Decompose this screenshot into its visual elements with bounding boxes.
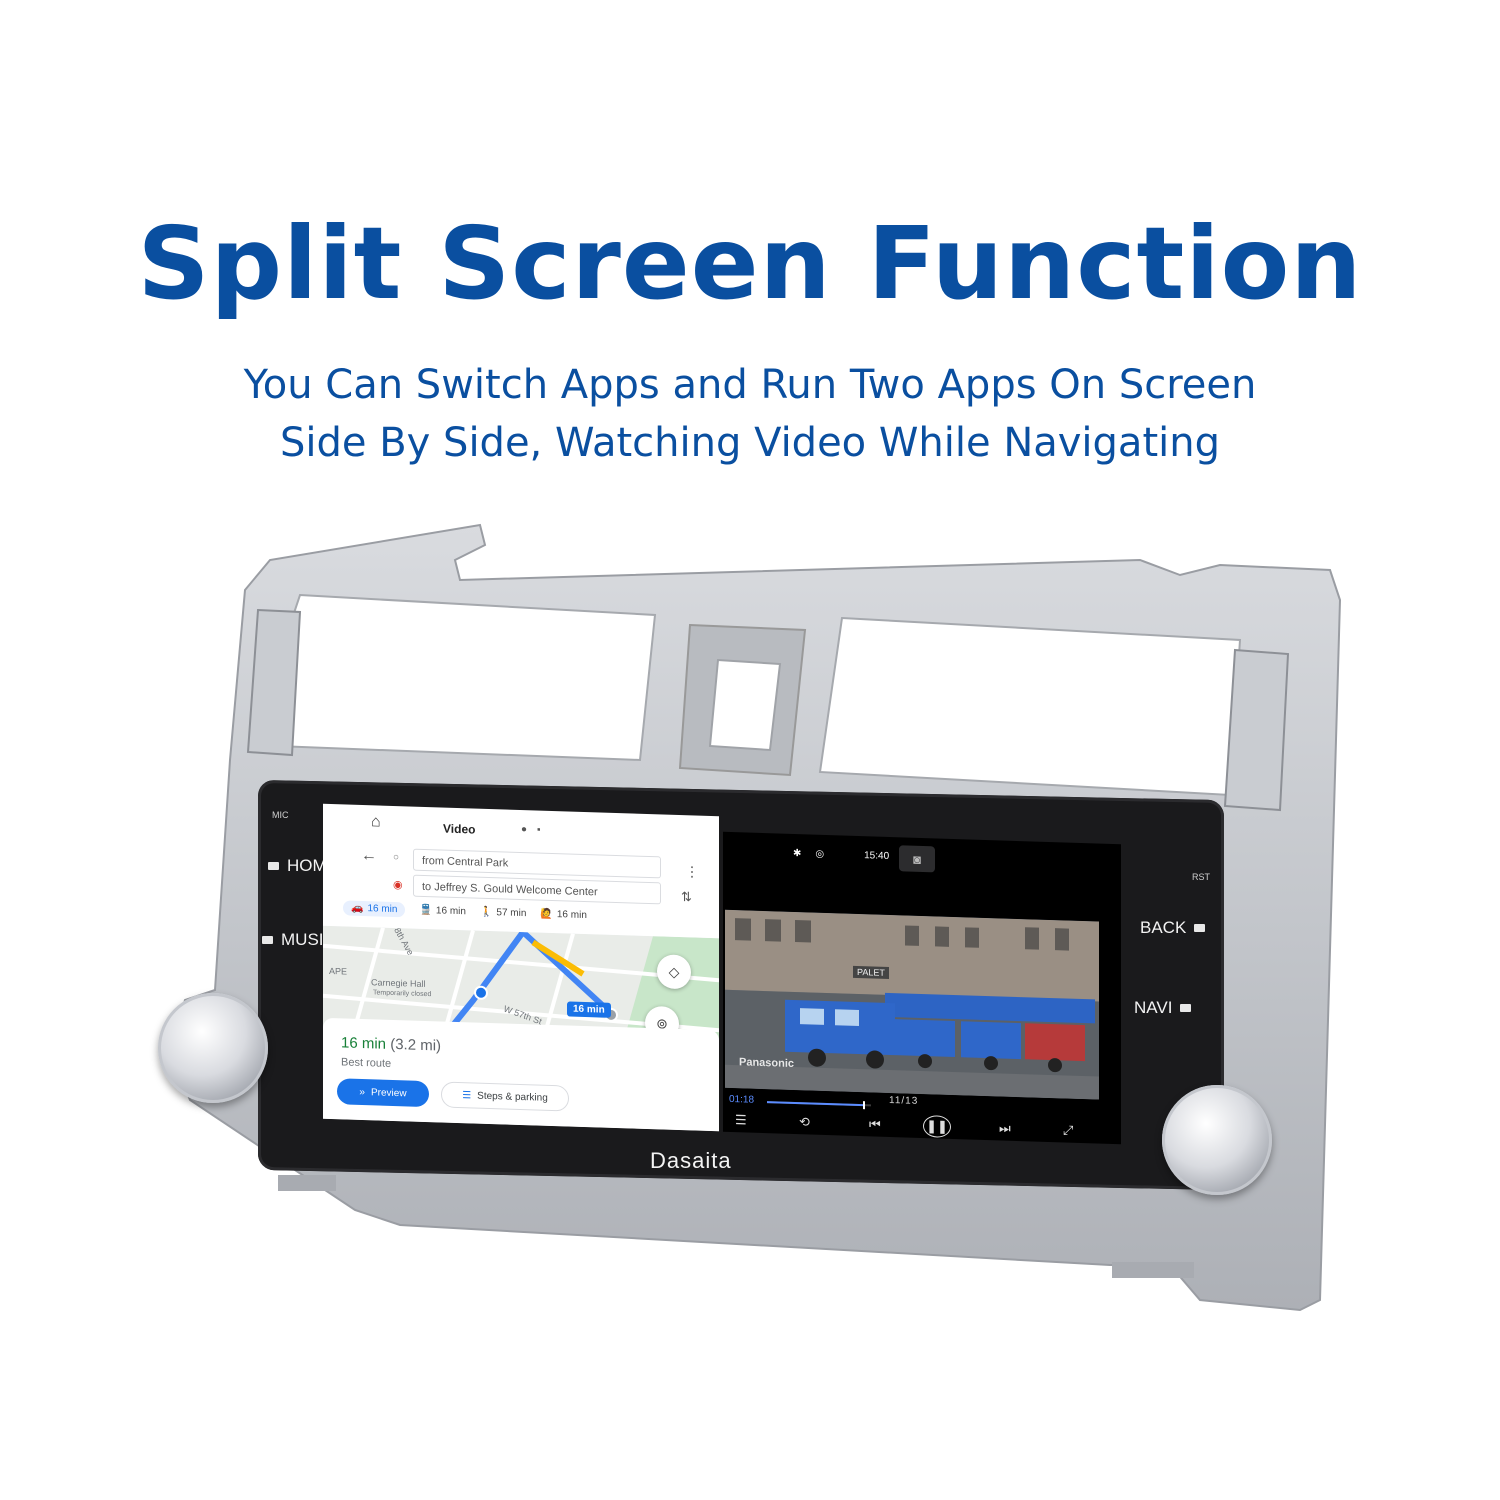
steps-parking-button[interactable]: ☰ Steps & parking [441, 1081, 569, 1112]
list-icon: ☰ [462, 1089, 472, 1101]
travel-mode-row: 🚗 16 min 🚆 16 min 🚶 57 min 🙋 16 min [343, 900, 587, 923]
destination-pin-icon: ◉ [393, 878, 403, 892]
elapsed-time: 01:18 [729, 1093, 755, 1106]
camera-icon[interactable]: ◙ [899, 845, 935, 873]
car-icon: 🚗 [351, 902, 364, 915]
seek-bar[interactable] [767, 1101, 871, 1110]
navi-label: NAVI [1134, 998, 1173, 1017]
clock: 15:40 [864, 850, 890, 862]
navi-led [1180, 1004, 1192, 1012]
fullscreen-icon[interactable]: ⤢ [1063, 1122, 1074, 1138]
location-status-icon: ◎ [815, 848, 825, 860]
mic-label: MIC [272, 810, 289, 820]
mode-rideshare-time: 16 min [556, 909, 587, 922]
location-icon: ● [521, 824, 528, 836]
route-eta-distance: (3.2 mi) [390, 1035, 442, 1055]
mode-drive[interactable]: 🚗 16 min [343, 900, 406, 918]
preview-button[interactable]: » Preview [337, 1078, 429, 1108]
pause-icon[interactable]: ❚❚ [923, 1115, 951, 1138]
mode-transit-time: 16 min [435, 905, 466, 918]
tune-knob[interactable] [1162, 1085, 1272, 1195]
navi-button[interactable]: NAVI [1134, 998, 1192, 1018]
music-led [262, 936, 273, 944]
map-eta-badge: 16 min [567, 1001, 611, 1018]
navigation-arrow-icon: » [359, 1086, 365, 1098]
origin-dot-icon: ○ [393, 851, 400, 864]
swap-icon[interactable]: ⇅ [681, 889, 692, 905]
maps-panel: ⌂ Video ● ▪ ← ○ ◉ from Central Park to J… [323, 803, 719, 1132]
walk-icon: 🚶 [479, 906, 493, 919]
map-roads [323, 925, 719, 1047]
track-counter: 11/13 [889, 1094, 919, 1107]
back-led [1194, 924, 1206, 932]
bluetooth-icon: ✱ [793, 847, 802, 860]
map-view[interactable]: Carnegie Hall Temporarily closed APE W 5… [323, 925, 719, 1047]
mode-walk[interactable]: 🚶 57 min [480, 905, 526, 921]
previous-icon[interactable]: ⏮ [869, 1116, 881, 1132]
map-label-carnegie: Carnegie Hall [371, 977, 426, 989]
sd-card-icon: ▪ [537, 824, 541, 836]
shop-sign: PALET [853, 965, 889, 979]
seek-bar-fill [767, 1101, 863, 1107]
next-icon[interactable]: ⏭ [999, 1120, 1011, 1136]
music-button[interactable]: MUSIC [262, 930, 336, 950]
more-vert-icon[interactable]: ⋮ [685, 863, 699, 880]
rst-label[interactable]: RST [1192, 872, 1210, 882]
back-button[interactable]: BACK [1140, 918, 1206, 938]
back-arrow-icon[interactable]: ← [361, 846, 377, 865]
destination-field[interactable]: to Jeffrey S. Gould Welcome Center [413, 874, 661, 905]
subtitle-line-2: Side By Side, Watching Video While Navig… [280, 420, 1220, 466]
back-label: BACK [1140, 918, 1187, 937]
mode-walk-time: 57 min [496, 907, 527, 920]
mode-transit[interactable]: 🚆 16 min [419, 903, 465, 919]
headline: Split Screen Function [137, 205, 1363, 322]
route-sheet: 16 min (3.2 mi) Best route » Preview ☰ S… [323, 1017, 719, 1132]
video-scene [725, 909, 1099, 1100]
video-panel: ✱ ◎ 15:40 ◙ [723, 831, 1121, 1145]
subtitle-line-1: You Can Switch Apps and Run Two Apps On … [243, 362, 1257, 408]
video-frame[interactable]: Panasonic PALET [725, 909, 1099, 1100]
mode-drive-time: 16 min [367, 903, 398, 916]
best-route-label: Best route [341, 1056, 392, 1070]
repeat-icon[interactable]: ⟲ [799, 1114, 810, 1130]
status-bar: ✱ ◎ 15:40 [793, 848, 889, 862]
video-watermark: Panasonic [739, 1056, 795, 1070]
seek-bar-handle[interactable] [862, 1101, 865, 1110]
home-icon[interactable]: ⌂ [371, 813, 381, 831]
playlist-icon[interactable]: ☰ [735, 1112, 747, 1128]
mode-rideshare[interactable]: 🙋 16 min [540, 907, 586, 923]
layers-icon[interactable]: ◇ [657, 954, 691, 990]
split-app-title[interactable]: Video [443, 821, 476, 837]
route-eta-time: 16 min [341, 1034, 387, 1053]
transit-icon: 🚆 [419, 904, 432, 917]
volume-knob[interactable] [158, 993, 268, 1103]
home-led [268, 862, 279, 870]
map-label-ape: APE [329, 965, 348, 977]
steps-parking-label: Steps & parking [477, 1090, 548, 1104]
preview-label: Preview [370, 1086, 407, 1099]
brand-logo: Dasaita [650, 1148, 732, 1173]
music-label: MUSIC [281, 930, 336, 949]
route-eta: 16 min (3.2 mi) [341, 1034, 441, 1054]
rideshare-icon: 🙋 [540, 908, 553, 921]
